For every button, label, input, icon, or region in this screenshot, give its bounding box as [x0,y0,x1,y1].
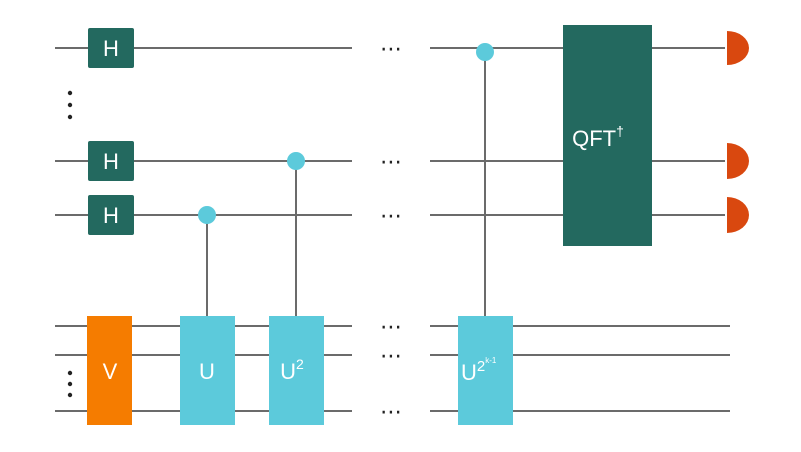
hadamard-label: H [103,203,119,228]
state-prep-label: V [103,359,118,384]
horizontal-ellipsis: ⋯ [380,315,402,340]
measurement-meter-icon [727,31,749,65]
u-label: U [199,359,215,384]
measurement-meter-icon [727,197,749,233]
controlled-u2-gate: U2 [269,316,324,425]
hadamard-gate-3: H [88,195,134,235]
uk-base: U [461,360,477,385]
controlled-uk-gate: U2k-1 [458,316,513,425]
control-dot-icon [476,43,494,61]
uk-exponent-sup: k-1 [485,356,497,365]
vertical-ellipsis-icon [67,90,73,120]
horizontal-ellipsis: ⋯ [380,400,402,425]
hadamard-gate-1: H [88,28,134,68]
control-lines [206,52,486,316]
horizontal-ellipsis: ⋯ [380,204,402,229]
control-dot-icon [287,152,305,170]
horizontal-ellipsis: ⋯ [380,344,402,369]
control-dot-icon [198,206,216,224]
state-prep-gate-v: V [87,316,132,425]
qft-label: QFT† [572,123,624,151]
inverse-qft-gate: QFT† [563,25,652,246]
controlled-u-gate: U [180,316,235,425]
hadamard-label: H [103,36,119,61]
horizontal-ellipsis: ⋯ [380,37,402,62]
hadamard-gate-2: H [88,141,134,181]
u2-label: U2 [280,356,304,384]
uk-label: U2k-1 [461,356,497,385]
vertical-ellipsis-icon [67,370,73,398]
horizontal-ellipsis: ⋯ [380,150,402,175]
measurement-meter-icon [727,143,749,179]
u2-base: U [280,359,296,384]
u2-exponent: 2 [296,356,304,372]
hadamard-label: H [103,149,119,174]
uk-exponent-base: 2 [477,358,485,375]
qft-text: QFT [572,126,616,151]
qft-dagger: † [616,123,624,139]
